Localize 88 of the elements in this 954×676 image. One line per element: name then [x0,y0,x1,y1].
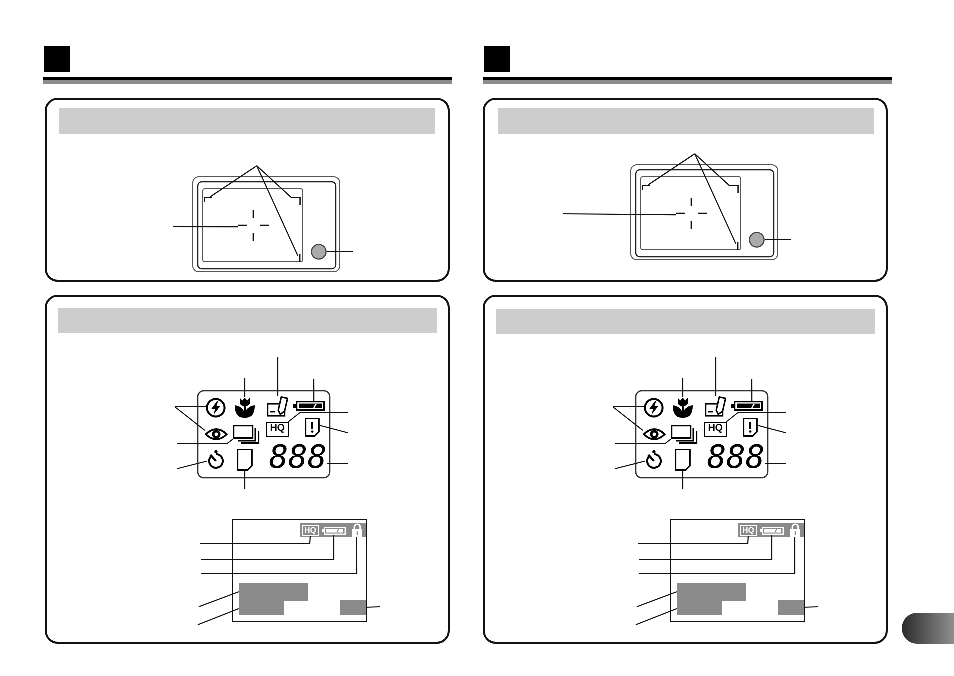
leader-line [366,606,380,608]
timer-icon [207,450,224,469]
leader-line [694,154,736,244]
leader-line [198,591,240,608]
info-block [239,583,308,601]
memory-card-icon [237,449,253,471]
flash-icon [644,398,664,418]
pencil-frame-icon [267,396,289,417]
flower-icon [234,397,256,419]
leader-line [758,425,786,434]
corner-mark-icon [642,185,650,190]
card-warning-icon [305,418,320,437]
leader-line [201,537,358,575]
quality-indicator: HQ [704,422,727,437]
leader-line [256,166,292,199]
flower-icon [672,397,694,419]
leader-line [177,438,234,445]
leader-line [638,536,750,545]
flash-icon [206,398,226,418]
battery-icon [322,527,346,535]
quality-indicator: HQ [266,422,289,437]
info-block [677,601,722,615]
battery-icon [760,527,784,535]
leader-line [327,251,353,253]
leader-line [751,379,753,401]
leader-line [614,460,646,470]
pencil-frame-icon [705,396,727,417]
info-block [340,600,366,615]
leader-line [244,378,246,397]
leader-line [636,591,678,608]
leader-line [173,226,238,228]
timer-icon [645,450,662,469]
stacked-frames-icon [671,425,698,444]
lock-icon [790,523,801,537]
leader-line [615,438,672,445]
leader-line [648,154,696,186]
stacked-frames-icon [233,425,260,444]
leader-line [320,425,348,434]
quality-indicator: HQ [740,525,757,536]
leader-line [804,606,818,608]
leader-line [726,412,786,422]
leader-line [210,166,258,198]
leader-line [765,239,791,241]
leader-line [198,608,240,626]
corner-mark-icon [292,197,301,205]
eye-icon [205,427,228,442]
leader-line [639,537,796,575]
battery-icon [731,401,763,411]
leader-line [256,166,298,256]
leader-line [715,357,717,396]
crosshair-icon [238,210,269,241]
corner-mark-icon [736,242,740,250]
corner-mark-icon [730,185,739,193]
info-block [778,600,804,615]
info-block [239,601,284,615]
leader-line [201,535,335,561]
leader-line [682,471,684,489]
leader-line [327,463,348,465]
leader-line [639,535,773,561]
corner-mark-icon [298,254,302,262]
info-block [677,583,746,601]
indicator-lamp [311,244,327,260]
card-warning-icon [743,418,758,437]
quality-indicator: HQ [302,525,319,536]
lock-icon [352,523,363,537]
leader-line [174,406,206,432]
corner-mark-icon [204,197,212,202]
indicator-lamp [749,232,765,248]
leader-line [765,463,786,465]
leader-line [244,471,246,489]
leader-line [176,460,208,470]
leader-line [313,379,315,401]
leader-line [288,412,348,422]
leader-line [613,406,644,408]
leader-line [200,536,312,545]
leader-line [612,406,644,432]
leader-line [636,608,678,626]
leader-line [563,213,676,216]
frame-counter-digits: 888 [262,442,327,472]
leader-line [277,357,279,396]
leader-line [175,406,206,408]
frame-counter-digits: 888 [700,442,765,472]
battery-icon [293,401,325,411]
leader-line [694,154,730,187]
leader-line [682,378,684,397]
memory-card-icon [675,449,691,471]
eye-icon [643,427,666,442]
crosshair-icon [676,198,707,229]
